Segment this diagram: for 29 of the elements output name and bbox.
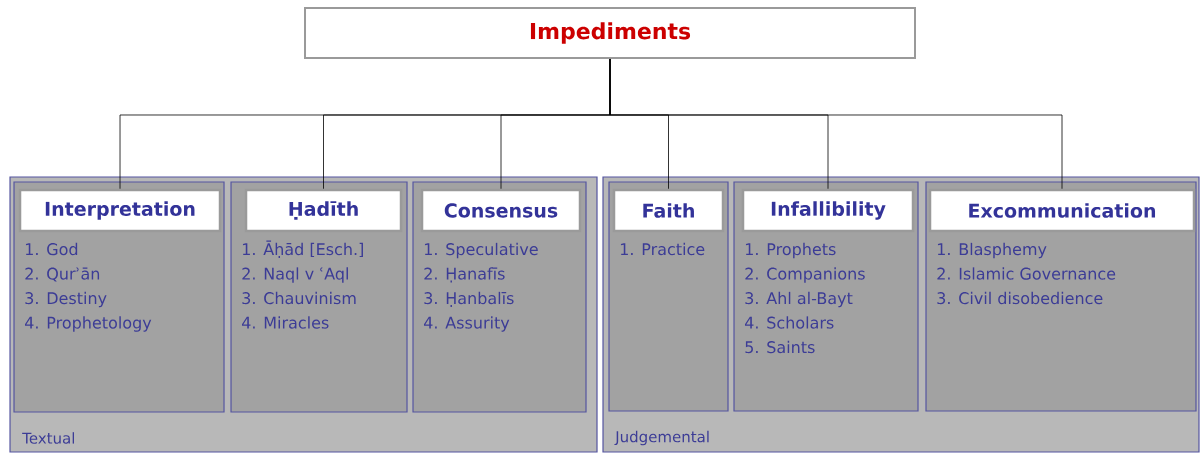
- list-item: 1. Practice: [620, 242, 705, 256]
- header-box: Faith: [612, 188, 725, 233]
- list-item: 4. Scholars: [745, 316, 834, 329]
- list-item: 2. Ḥanafīs: [424, 267, 505, 283]
- list-item: 2. Companions: [745, 267, 865, 283]
- list-item: 1. Prophets: [745, 242, 836, 259]
- header-box: Interpretation: [18, 188, 222, 233]
- list-item: 1. God: [25, 242, 78, 256]
- header-box: Infallibility: [741, 188, 915, 233]
- list-item: 1. Speculative: [424, 242, 538, 259]
- list-item: 3. Ahl al-Bayt: [745, 291, 853, 308]
- list-item: 4. Assurity: [424, 316, 510, 332]
- list-item: 3. Civil disobedience: [937, 291, 1103, 305]
- connector-line: [609, 58, 1063, 190]
- header-box: Consensus: [420, 188, 582, 233]
- header-box: Excommunication: [928, 188, 1196, 233]
- list-item: 2. Naql v ʿAql: [242, 267, 348, 283]
- list-item: 3. Destiny: [25, 291, 107, 308]
- list-item: 2. Qurʾān: [25, 267, 100, 282]
- list-item: 3. Ḥanbalīs: [424, 291, 514, 307]
- header-box: Ḥadīth: [244, 188, 403, 233]
- list-item: 1. Āḥād [Esch.]: [242, 240, 363, 258]
- list-item: 4. Miracles: [242, 316, 329, 329]
- list-item: 2. Islamic Governance: [937, 267, 1116, 280]
- list-item: 3. Chauvinism: [242, 291, 356, 305]
- title-box: Impediments: [304, 7, 916, 59]
- list-item: 5. Saints: [745, 340, 815, 354]
- list-item: 4. Prophetology: [25, 316, 152, 332]
- list-item: 1. Blasphemy: [937, 242, 1047, 259]
